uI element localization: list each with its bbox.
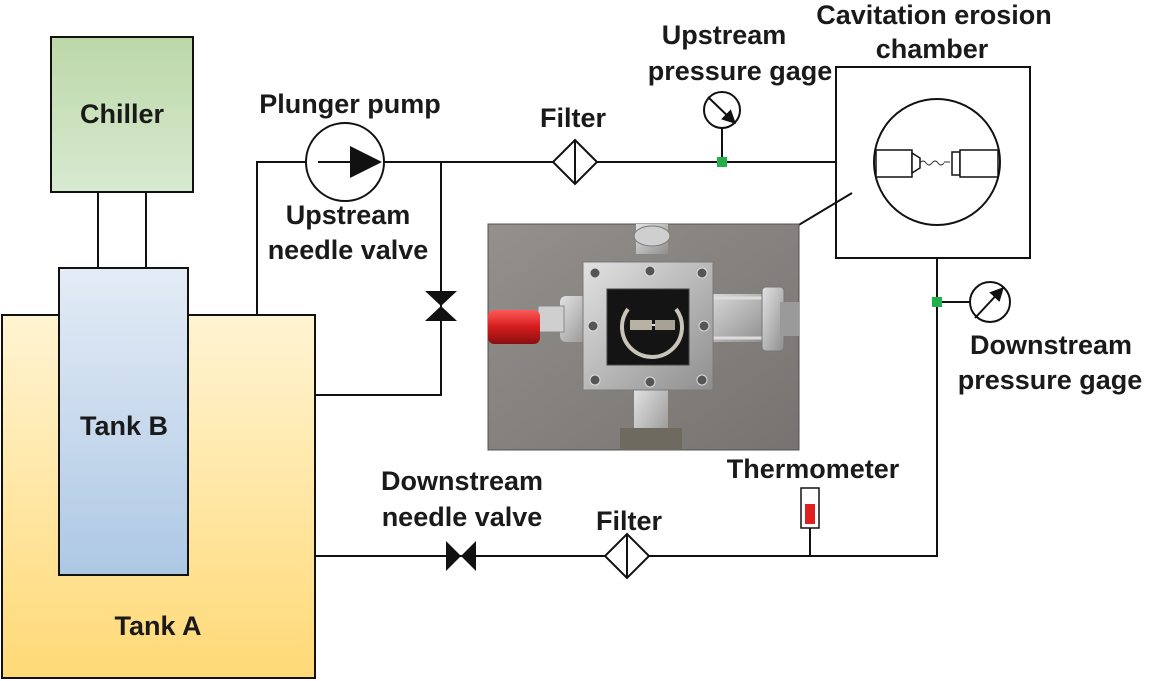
chamber-label-1: Cavitation erosion [816,0,1052,30]
plunger-pump-label: Plunger pump [259,89,441,119]
thermometer-label: Thermometer [727,454,900,484]
filter-lower-label: Filter [596,506,663,536]
chamber-label-2: chamber [876,34,989,64]
tank-a-label: Tank A [114,611,201,641]
filter-icon [551,138,599,186]
tank-b-label: Tank B [80,411,168,441]
downstream-needle-valve-label-1: Downstream [381,466,543,496]
upstream-gage-label-1: Upstream [662,20,787,50]
pump-icon [305,122,385,202]
filter-lower-icon [603,532,651,580]
upstream-needle-valve-label-1: Upstream [286,200,411,230]
pressure-gauge-icon [703,91,741,167]
piping [256,126,970,557]
downstream-gage-label-2: pressure gage [958,365,1143,395]
tank-b [58,267,189,576]
downstream-needle-valve-label-2: needle valve [382,502,543,532]
filter-upper-label: Filter [540,103,607,133]
needle-valve-icon [425,291,457,321]
nozzle-icon [873,98,1001,226]
upstream-gage-label-2: pressure gage [648,56,833,86]
chiller [50,36,194,193]
downstream-pressure-gauge-icon [932,281,1011,323]
downstream-needle-valve-icon [446,541,476,571]
chamber-photo [487,223,800,451]
downstream-gage-label-1: Downstream [970,330,1132,360]
thermometer-icon [800,487,820,529]
upstream-needle-valve-label-2: needle valve [268,235,429,265]
chiller-label: Chiller [80,99,165,129]
